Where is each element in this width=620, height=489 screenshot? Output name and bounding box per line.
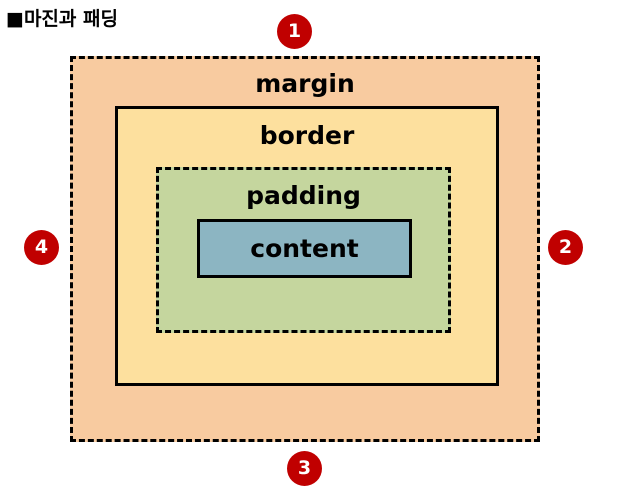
- border-label: border: [259, 121, 355, 150]
- badge-left-4: 4: [24, 230, 59, 265]
- content-label: content: [250, 234, 359, 263]
- margin-label: margin: [255, 69, 355, 98]
- badge-right-2: 2: [548, 230, 583, 265]
- badge-bottom-3: 3: [287, 451, 322, 486]
- badge-top-1: 1: [277, 14, 312, 49]
- padding-label: padding: [246, 181, 361, 210]
- diagram-title: ■마진과 패딩: [6, 8, 118, 30]
- content-area: [197, 219, 412, 278]
